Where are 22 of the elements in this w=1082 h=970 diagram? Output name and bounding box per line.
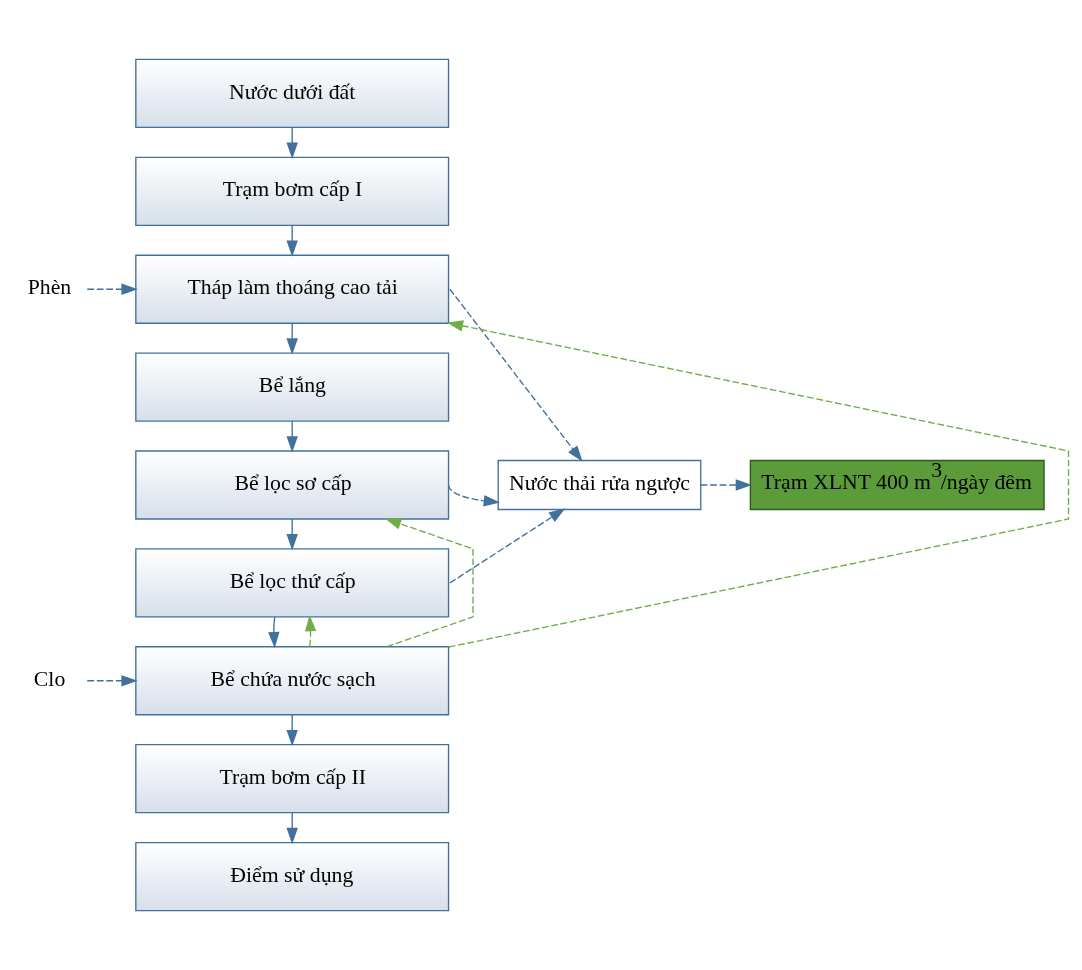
arrow: [384, 518, 474, 648]
node-box: Bể lọc sơ cấp: [135, 450, 450, 520]
arrow: [700, 479, 752, 491]
arrow: [86, 675, 138, 687]
arrow: [86, 283, 138, 295]
arrow: [449, 508, 566, 584]
node-box: Tháp làm thoáng cao tải: [135, 254, 450, 324]
node-box: Trạm bơm cấp I: [135, 156, 450, 226]
node-box: Bể lắng: [135, 352, 450, 422]
node-box: Nước thải rửa ngược: [497, 459, 702, 511]
node-box: Bể lọc thứ cấp: [135, 548, 450, 618]
node-text: Clo: [33, 666, 66, 691]
arrow: [304, 614, 317, 647]
arrow: [446, 320, 1070, 648]
node-box: Điểm sử dụng: [135, 841, 450, 912]
node-box: Bể chứa nước sạch: [135, 646, 450, 716]
arrow: [268, 616, 280, 649]
node-box: Trạm bơm cấp II: [135, 744, 450, 814]
node-text: Phèn: [27, 275, 72, 300]
arrow: [449, 288, 583, 462]
node-box: Nước dưới đất: [135, 58, 450, 129]
arrow: [447, 484, 500, 507]
